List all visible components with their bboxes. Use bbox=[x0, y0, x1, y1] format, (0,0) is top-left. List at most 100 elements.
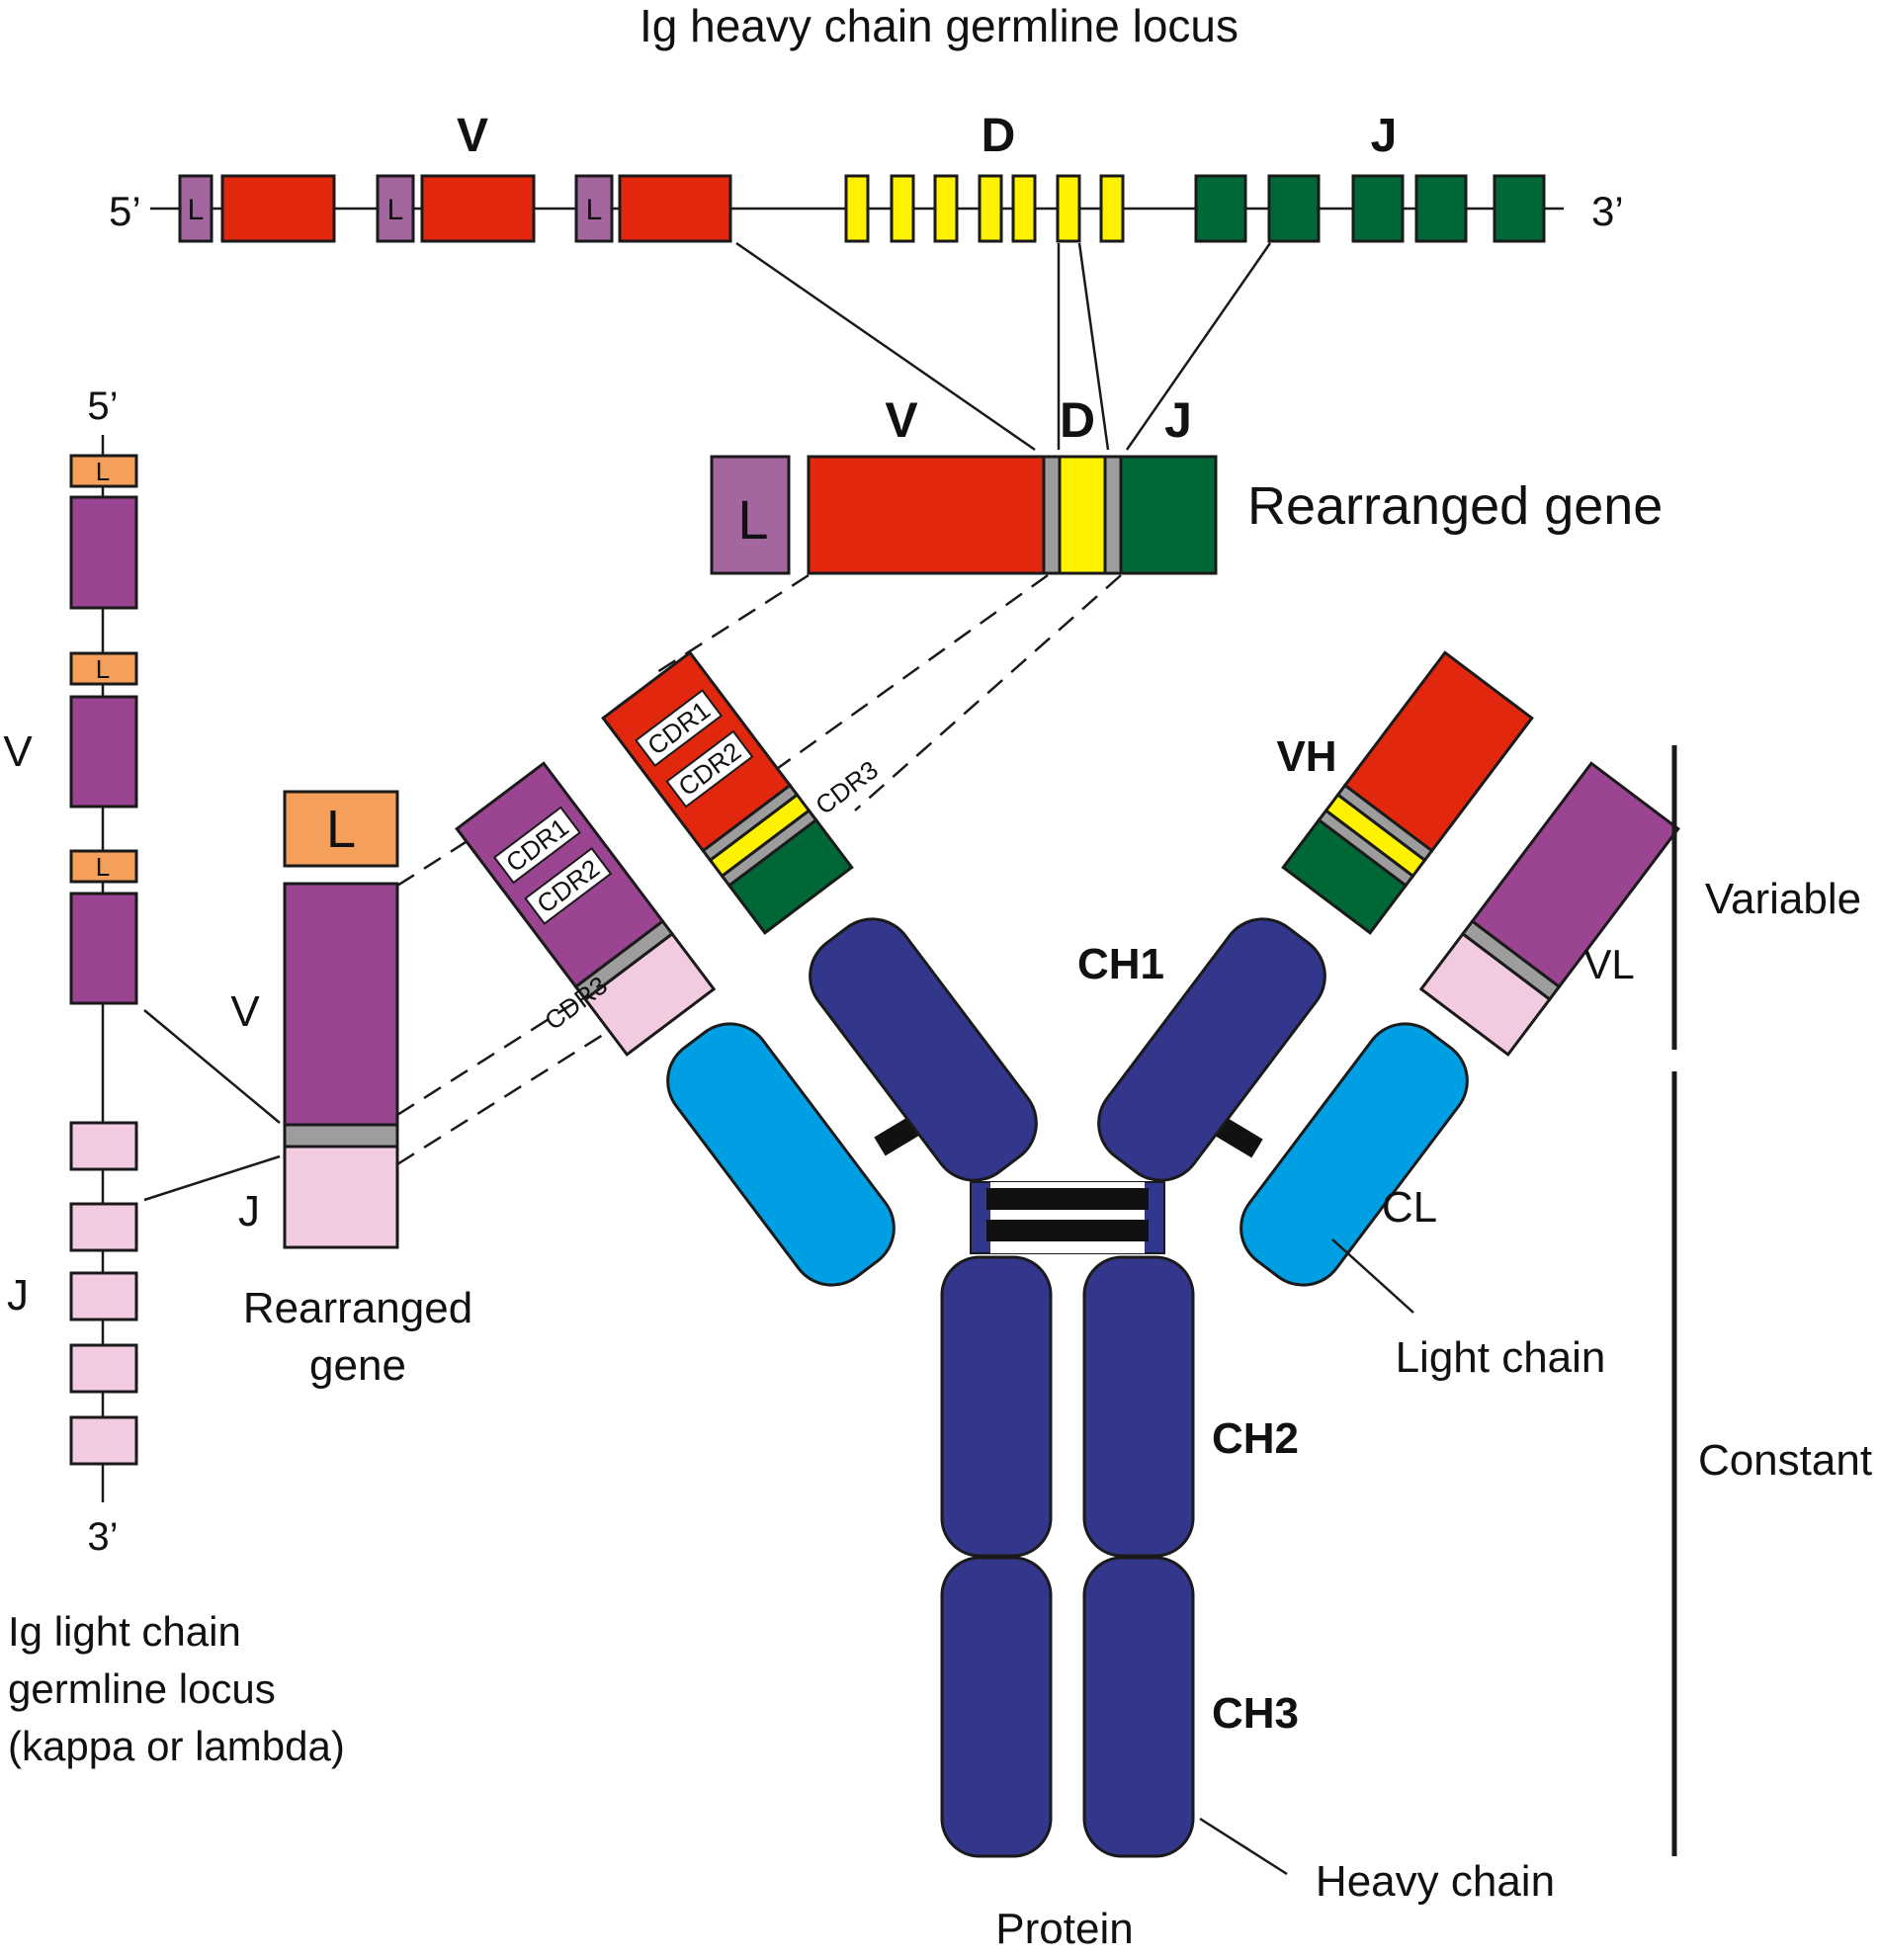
ch1-label: CH1 bbox=[1077, 940, 1164, 988]
cdr2-box bbox=[524, 847, 613, 925]
heavy-cdr3-label: CDR3 bbox=[810, 755, 884, 821]
j-recombination-line bbox=[1125, 242, 1272, 451]
light-chain-label: Light chain bbox=[1396, 1333, 1606, 1382]
heavy-leader-segment bbox=[376, 174, 415, 243]
heavy-d-segment bbox=[1056, 174, 1081, 243]
light-locus-caption: (kappa or lambda) bbox=[8, 1723, 345, 1769]
light-locus-3-prime: 3’ bbox=[87, 1515, 118, 1559]
heavy-leader-label: L bbox=[188, 194, 205, 226]
rearranged-leader-segment bbox=[710, 455, 791, 575]
light-v-segment bbox=[69, 892, 138, 1005]
light-j-segment bbox=[69, 1415, 138, 1466]
heavy-leader-segment bbox=[574, 174, 614, 243]
light-rearranged-j-segment bbox=[283, 1145, 399, 1249]
cl-domain bbox=[666, 1022, 896, 1287]
ch2-label: CH2 bbox=[1212, 1414, 1299, 1463]
light-locus-caption: germline locus bbox=[8, 1665, 276, 1712]
ch2-domain bbox=[940, 1255, 1053, 1558]
heavy-d-segment bbox=[890, 174, 915, 243]
heavy-d-segment bbox=[844, 174, 870, 243]
ch2-domain bbox=[1082, 1255, 1195, 1558]
cl-label: CL bbox=[1382, 1183, 1437, 1232]
light-rearranged-caption: gene bbox=[309, 1341, 406, 1390]
vh-v-segment bbox=[601, 650, 793, 853]
heavy-leader-label: L bbox=[387, 194, 404, 226]
heavy-chain-label: Heavy chain bbox=[1316, 1857, 1555, 1906]
light-j-segment bbox=[69, 1121, 138, 1171]
heavy-j-segment bbox=[1493, 174, 1546, 243]
heavy-chain-leader-line bbox=[1199, 1817, 1288, 1876]
light-leader-segment bbox=[69, 849, 138, 884]
heavy-d-segment bbox=[1011, 174, 1037, 243]
left-vh-domain: CDR1 CDR2 bbox=[601, 650, 854, 935]
vl-v-segment bbox=[1470, 761, 1680, 989]
heavy-locus-3-prime: 3’ bbox=[1591, 188, 1624, 234]
light-v-segment bbox=[69, 495, 138, 610]
cl-domain bbox=[1239, 1022, 1469, 1287]
vh-label: VH bbox=[1276, 732, 1336, 781]
rearranged-gene-title: Rearranged gene bbox=[1247, 476, 1663, 536]
rearranged-j-label: J bbox=[1164, 392, 1192, 448]
heavy-locus-5-prime: 5’ bbox=[109, 188, 141, 234]
constant-label: Constant bbox=[1698, 1436, 1872, 1485]
disulfide-bond bbox=[986, 1188, 1149, 1210]
rearranged-v-label: V bbox=[885, 392, 918, 448]
light-j-segment bbox=[69, 1202, 138, 1252]
ch3-label: CH3 bbox=[1212, 1689, 1299, 1738]
light-leader-label: L bbox=[96, 654, 110, 684]
light-locus-v-label: V bbox=[3, 727, 33, 776]
junction-segment bbox=[1103, 455, 1123, 575]
light-leader-label: L bbox=[96, 852, 110, 882]
vl-label: VL bbox=[1583, 941, 1634, 987]
heavy-j-segment bbox=[1351, 174, 1405, 243]
rearranged-leader-label: L bbox=[737, 488, 768, 551]
heavy-v-segment bbox=[220, 174, 336, 243]
light-rearranged-leader-segment bbox=[283, 790, 399, 868]
light-leader-label: L bbox=[96, 457, 110, 486]
v-to-protein-dashed-line bbox=[656, 573, 810, 674]
ch1-domain bbox=[809, 917, 1038, 1182]
light-rearranged-gene: L V J Rearranged gene bbox=[230, 790, 634, 1390]
rearranged-v-segment bbox=[807, 455, 1046, 575]
ch3-domain bbox=[940, 1556, 1053, 1858]
variable-label: Variable bbox=[1705, 875, 1861, 923]
heavy-v-segment bbox=[618, 174, 732, 243]
heavy-locus-title: Ig heavy chain germline locus bbox=[640, 0, 1238, 51]
light-v-segment bbox=[69, 695, 138, 809]
light-rearranged-caption: Rearranged bbox=[243, 1284, 472, 1332]
ch1-domain bbox=[1097, 917, 1326, 1182]
light-rearranged-v-segment bbox=[283, 882, 399, 1127]
light-rearranged-leader-label: L bbox=[326, 800, 356, 859]
heavy-locus-j-label: J bbox=[1371, 110, 1398, 162]
right-vh-domain bbox=[1281, 650, 1534, 935]
heavy-leader-label: L bbox=[586, 194, 603, 226]
junction-segment bbox=[1042, 455, 1062, 575]
light-rearranged-j-label: J bbox=[238, 1187, 260, 1236]
light-v-recombination-line bbox=[143, 1009, 281, 1124]
heavy-locus-v-label: V bbox=[457, 110, 488, 162]
v-recombination-line bbox=[735, 241, 1036, 452]
light-j-segment bbox=[69, 1271, 138, 1321]
rearranged-d-label: D bbox=[1060, 392, 1095, 448]
light-leader-segment bbox=[69, 454, 138, 488]
antibody-protein: CDR1 CDR2 CDR3 CDR1 CDR2 CDR3 bbox=[455, 650, 1872, 1953]
heavy-j-segment bbox=[1194, 174, 1247, 243]
rearranged-j-segment bbox=[1119, 455, 1218, 575]
heavy-d-segment bbox=[1099, 174, 1125, 243]
light-j-segment bbox=[69, 1343, 138, 1394]
heavy-locus-d-label: D bbox=[982, 110, 1016, 162]
junction-segment bbox=[283, 1123, 399, 1149]
light-rearranged-v-label: V bbox=[230, 987, 260, 1036]
rearranged-d-segment bbox=[1058, 455, 1107, 575]
heavy-chain-germline-locus: Ig heavy chain germline locus 5’ 3’ V D … bbox=[109, 0, 1624, 452]
heavy-d-segment bbox=[978, 174, 1003, 243]
light-v-to-protein-dashed-line bbox=[396, 977, 614, 1117]
cdr1-box bbox=[492, 806, 582, 885]
right-vl-domain bbox=[1418, 761, 1680, 1058]
ch3-domain bbox=[1082, 1556, 1195, 1858]
light-v-to-protein-dashed-line bbox=[396, 828, 485, 888]
light-chain-germline-locus: 5’ 3’ V J L L L Ig light chain germline … bbox=[3, 384, 345, 1769]
heavy-rearranged-gene: V D J L Rearranged gene bbox=[656, 392, 1663, 811]
light-leader-segment bbox=[69, 651, 138, 686]
light-j-recombination-line bbox=[143, 1154, 281, 1202]
